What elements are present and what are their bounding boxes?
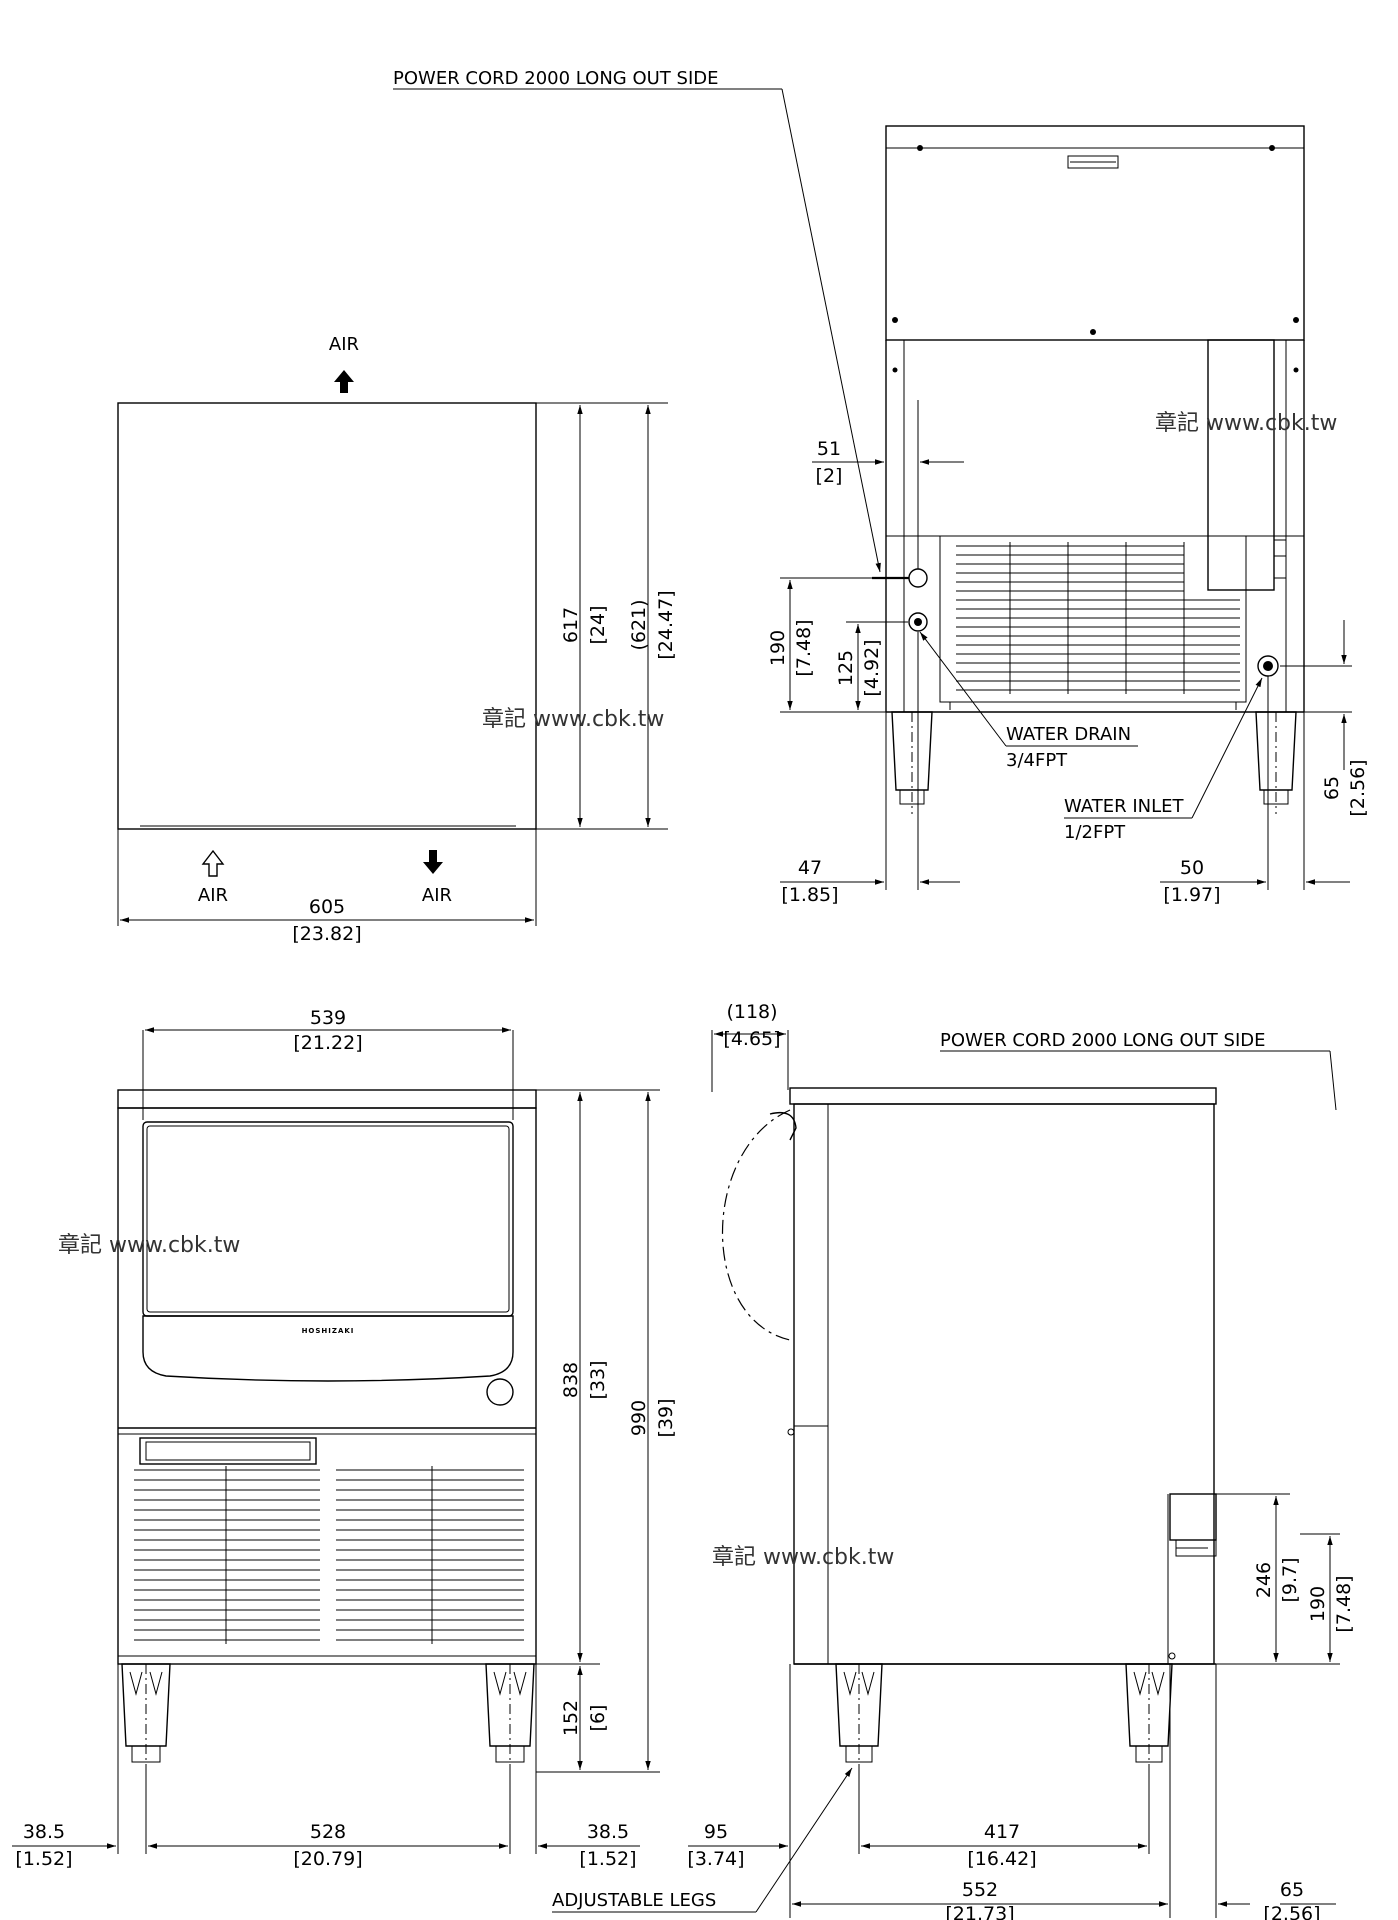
front-d838-in: [33] [587,1360,609,1399]
air-bottom-right-label: AIR [422,885,452,906]
width-in: [23.82] [292,923,361,945]
watermark-2: 章記 www.cbk.tw [482,707,664,732]
power-cord-outlet-icon [908,568,928,588]
rear-d125-mm: 125 [835,650,857,686]
depth-overall-in: [24.47] [655,590,677,659]
rear-d47-in: [1.85] [781,884,838,906]
rear-d65-in: [2.56] [1347,759,1369,816]
door-window [142,1121,514,1317]
water-drain-label: WATER DRAIN [1006,724,1131,745]
front-left-mm: 38.5 [23,1821,65,1843]
watermark-3: 章記 www.cbk.tw [58,1233,240,1258]
front-d990-mm: 990 [628,1400,650,1436]
adjustable-legs-label: ADJUSTABLE LEGS [552,1890,716,1911]
air-up-arrow-icon [334,370,354,393]
front-left-in: [1.52] [15,1848,72,1870]
rear-left-leg [891,711,933,814]
front-grille [134,1466,524,1644]
side-d417-mm: 417 [984,1821,1020,1843]
brand-badge: HOSHIZAKI [302,1327,355,1335]
side-d118-mm: (118) [726,1001,777,1023]
front-mid-in: [20.79] [293,1848,362,1870]
width-mm: 605 [309,896,345,918]
power-switch-icon [486,1378,514,1406]
air-top-label: AIR [329,334,359,355]
front-mid-mm: 528 [310,1821,346,1843]
water-drain-size: 3/4FPT [1006,750,1068,771]
side-left-leg [835,1663,883,1772]
rear-d190-in: [7.48] [793,619,815,676]
rear-d190-mm: 190 [767,630,789,666]
side-d190-mm: 190 [1307,1586,1329,1622]
side-d95-mm: 95 [704,1821,728,1843]
depth-overall-mm: (621) [628,599,650,650]
rear-d50-in: [1.97] [1163,884,1220,906]
side-d118-in: [4.65] [723,1028,780,1050]
side-power-cord-label: POWER CORD 2000 LONG OUT SIDE [940,1030,1266,1051]
front-right-leg [485,1663,535,1772]
air-bottom-left-label: AIR [198,885,228,906]
watermark-1: 章記 www.cbk.tw [1155,411,1337,436]
front-d838-mm: 838 [560,1362,582,1398]
water-drain-fitting-icon [908,612,928,632]
rear-power-cord-label: POWER CORD 2000 LONG OUT SIDE [393,68,719,89]
water-inlet-size: 1/2FPT [1064,822,1126,843]
front-d152-mm: 152 [560,1700,582,1736]
side-d552-in: [21.73] [945,1903,1014,1920]
side-right-leg [1125,1663,1173,1772]
side-d246-in: [9.7] [1279,1557,1301,1602]
door-handle-panel [142,1315,514,1382]
top-view-outline [117,402,537,830]
side-d246-mm: 246 [1253,1562,1275,1598]
side-view: (118) [4.65] POWER CORD 2000 LONG OUT SI… [552,1001,1355,1920]
side-d190-in: [7.48] [1333,1575,1355,1632]
side-d65-mm: 65 [1280,1879,1304,1901]
front-right-mm: 38.5 [587,1821,629,1843]
rear-d125-in: [4.92] [861,639,883,696]
rear-d65-mm: 65 [1321,776,1343,800]
side-d552-mm: 552 [962,1879,998,1901]
front-d539-mm: 539 [310,1007,346,1029]
air-down-arrow-icon [423,850,443,874]
rear-right-leg [1255,711,1297,814]
water-inlet-label: WATER INLET [1064,796,1185,817]
front-view: 539 [21.22] HOSHIZAKI [12,1007,677,1870]
rear-grille [956,542,1240,694]
watermark-4: 章記 www.cbk.tw [712,1545,894,1570]
label-plate [139,1437,317,1465]
side-d65-in: [2.56] [1263,1903,1320,1920]
rear-view: POWER CORD 2000 LONG OUT SIDE [393,68,1369,906]
front-d539-in: [21.22] [293,1032,362,1054]
front-right-in: [1.52] [579,1848,636,1870]
front-left-leg [121,1663,171,1772]
depth-mm: 617 [560,607,582,643]
rear-d47-mm: 47 [798,857,822,879]
rear-d51-mm: 51 [817,438,841,460]
side-d417-in: [16.42] [967,1848,1036,1870]
front-d990-in: [39] [655,1398,677,1437]
rear-d50-mm: 50 [1180,857,1204,879]
air-up-outline-arrow-icon [201,849,225,877]
depth-in: [24] [587,605,609,644]
rear-d51-in: [2] [816,465,843,487]
front-d152-in: [6] [587,1705,609,1732]
side-d95-in: [3.74] [687,1848,744,1870]
top-view: AIR AIR AIR 617 [24] (621) [24.47] 605 [… [117,334,677,945]
